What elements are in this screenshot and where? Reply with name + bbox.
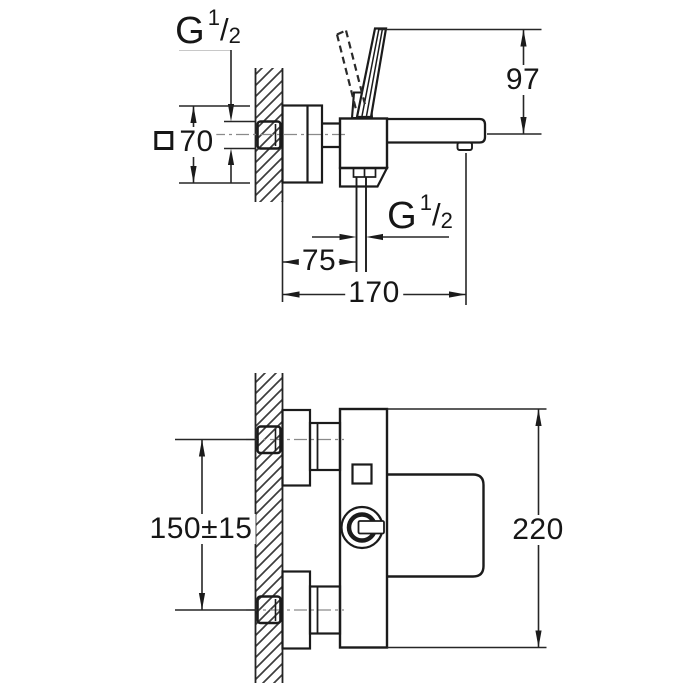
dimension-label-150: 150±15: [146, 514, 256, 544]
dimension-label-97: 97: [502, 65, 544, 95]
dimension-label-170: 170: [345, 278, 403, 308]
mixer-body-front: [338, 407, 389, 649]
square-dimension-icon: [154, 131, 174, 150]
thread-letter: G: [175, 10, 205, 52]
lower-connection: [256, 570, 342, 650]
thread-denominator: 2: [440, 208, 453, 233]
thread-numerator: 1: [207, 5, 220, 30]
dimension-value: 70: [179, 125, 214, 158]
thread-letter: G: [387, 195, 417, 237]
wall-hatching-front: [254, 373, 284, 683]
front-view: [175, 373, 547, 683]
shower-outlet-pipes: [355, 177, 367, 272]
diverter-button: [351, 463, 373, 485]
dimension-label-75: 75: [298, 246, 340, 276]
lever-alternate-position-dashed: [335, 29, 368, 112]
spout-side: [387, 117, 487, 144]
thread-top-leader: [179, 48, 256, 183]
inlet-pipe-side: [322, 122, 340, 149]
thread-outlet-leader: [312, 233, 449, 241]
dimension-70: [179, 105, 250, 184]
side-view: [179, 27, 542, 305]
lever-handle-side: [355, 27, 388, 119]
hose-coupling-detail: [352, 167, 377, 178]
dimension-label-escutcheon: 70: [151, 125, 217, 158]
dimension-label-220: 220: [509, 515, 567, 545]
mixer-body-side: [338, 117, 389, 170]
thread-slash: /: [219, 12, 229, 47]
thread-slash: /: [431, 197, 441, 232]
temperature-knob: [340, 505, 385, 550]
lever-handle-front: [387, 473, 485, 578]
spout-aerator-nub: [456, 141, 473, 151]
thread-numerator: 1: [419, 190, 432, 215]
escutcheon-side: [281, 104, 324, 184]
thread-denominator: 2: [228, 23, 241, 48]
wall-union-nut-side: [256, 120, 282, 150]
